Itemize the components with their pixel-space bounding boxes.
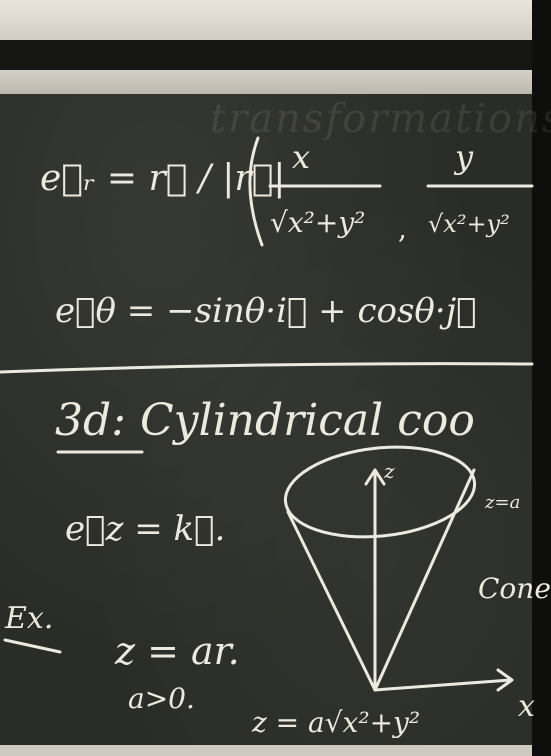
heading-prefix: 3d: — [55, 395, 126, 446]
x-axis-line — [373, 678, 512, 692]
ceiling — [0, 0, 532, 40]
z-axis-label: z — [383, 459, 395, 483]
left-paren — [248, 136, 264, 247]
z-equals-a-label: z=a — [484, 492, 520, 513]
frac2-denominator: √x²+y² — [428, 210, 510, 238]
x-axis-arrowhead — [496, 668, 514, 692]
cone-rim — [283, 445, 477, 539]
cone-left-edge — [286, 510, 377, 692]
divider-line — [0, 362, 534, 374]
heading-rest: Cylindrical coo — [139, 395, 475, 446]
z-axis-arrowhead — [364, 468, 386, 486]
board-top-rail — [0, 70, 532, 94]
board-top-frame — [0, 40, 532, 70]
wall-edge — [532, 0, 551, 756]
example-underline — [3, 638, 62, 654]
ez-equation: e⃗z = k⃗. — [65, 509, 225, 549]
condition: a>0. — [128, 682, 195, 715]
frac2-numerator: y — [453, 138, 474, 176]
result-equation: z = a√x²+y² — [251, 706, 420, 739]
comma: , — [398, 212, 407, 245]
chalkboard — [0, 94, 532, 745]
cone-right-edge — [373, 468, 476, 692]
x-axis-label: x — [518, 689, 535, 724]
eq1-lhs: e⃗ᵣ = r⃗ / |r⃗| — [40, 158, 285, 199]
section-heading: 3d: Cylindrical coo — [55, 395, 475, 446]
example-equation: z = ar. — [114, 629, 240, 673]
frac1-numerator: x — [292, 138, 310, 176]
frac1-denominator: √x²+y² — [270, 206, 365, 239]
eq2: e⃗θ = −sinθ·i⃗ + cosθ·j⃗ — [55, 291, 477, 331]
chalk-tray — [0, 745, 532, 756]
cone-label: Cone — [478, 572, 551, 605]
example-label: Ex. — [4, 601, 53, 636]
erased-text: transformations — [210, 96, 551, 142]
